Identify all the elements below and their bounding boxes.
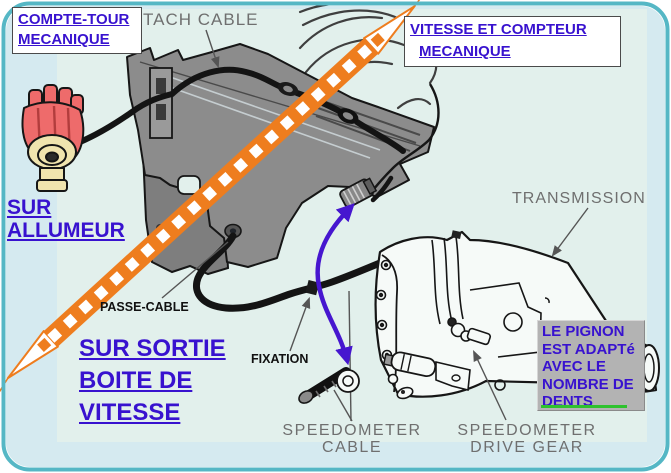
speedometer-drive-gear-line2: DRIVE GEAR xyxy=(470,439,584,456)
callout-arrow-lines xyxy=(161,29,589,421)
distributor-drawing xyxy=(21,84,85,192)
transmission-label: TRANSMISSION xyxy=(512,190,646,207)
tach-cable-drawing xyxy=(67,66,406,154)
bulkhead-connector-tail xyxy=(370,175,394,203)
speedometer-drive-gear-line1: SPEEDOMETER xyxy=(457,422,597,439)
fixation-label: FIXATION xyxy=(251,352,309,366)
pignon-note-box: LE PIGNON EST ADAPTé AVEC LE NOMBRE DE D… xyxy=(537,320,645,411)
passe-cable-label: PASSE-CABLE xyxy=(100,300,189,314)
pignon-line4: NOMBRE DE xyxy=(542,375,634,393)
sur-sortie-line2: BOITE DE xyxy=(79,367,193,394)
pignon-line3: AVEC LE xyxy=(542,358,606,376)
transmission-pointer xyxy=(551,207,589,257)
cable-fixation-clip xyxy=(305,279,320,296)
sur-sortie-line1: SUR SORTIE xyxy=(79,335,226,362)
bulkhead-connector-drawing xyxy=(339,177,378,208)
hazard-stripe-band xyxy=(0,0,425,395)
tach-cable-pointer xyxy=(205,29,220,69)
compte-tour-callout: COMPTE-TOUR MECANIQUE xyxy=(12,7,142,54)
fixation-pointer xyxy=(289,296,311,352)
sur-allumeur-line1: SUR xyxy=(7,196,52,219)
speedo-cable-sender xyxy=(382,351,437,378)
speedometer-drive-gear-label: SPEEDOMETER DRIVE GEAR xyxy=(448,422,606,456)
speedo-drive-gear-fitting xyxy=(447,317,492,346)
sur-allumeur-line2: ALLUMEUR xyxy=(7,219,125,242)
connection-double-arrow xyxy=(315,203,355,366)
distributor-base xyxy=(27,134,77,192)
pignon-line5: DENTS xyxy=(542,393,593,411)
speedometer-cable-line2: CABLE xyxy=(322,439,382,456)
passe-cable-pointer xyxy=(161,241,229,299)
vitesse-line1: VITESSE ET COMPTEUR xyxy=(410,21,587,38)
speedo-cable-parts-drawing xyxy=(298,351,471,404)
vitesse-line2: MECANIQUE xyxy=(419,43,511,60)
tach-cable-label: TACH CABLE xyxy=(143,10,259,29)
sur-allumeur-label: SUR ALLUMEUR xyxy=(7,196,125,242)
sur-sortie-line3: VITESSE xyxy=(79,399,181,426)
compte-tour-line1: COMPTE-TOUR xyxy=(18,11,130,28)
drive-gear-pointer xyxy=(473,349,507,421)
sur-sortie-label: SUR SORTIE BOITE DE VITESSE xyxy=(79,333,226,429)
pignon-line1: LE PIGNON xyxy=(542,323,625,340)
vitesse-compteur-callout: VITESSE ET COMPTEUR MECANIQUE xyxy=(404,16,621,67)
green-underline xyxy=(541,405,627,408)
speedometer-cable-line1: SPEEDOMETER xyxy=(282,422,422,439)
speedometer-cable-label: SPEEDOMETER CABLE xyxy=(278,422,426,456)
pignon-line2: EST ADAPTé xyxy=(542,340,635,358)
compte-tour-line2: MECANIQUE xyxy=(18,31,110,48)
